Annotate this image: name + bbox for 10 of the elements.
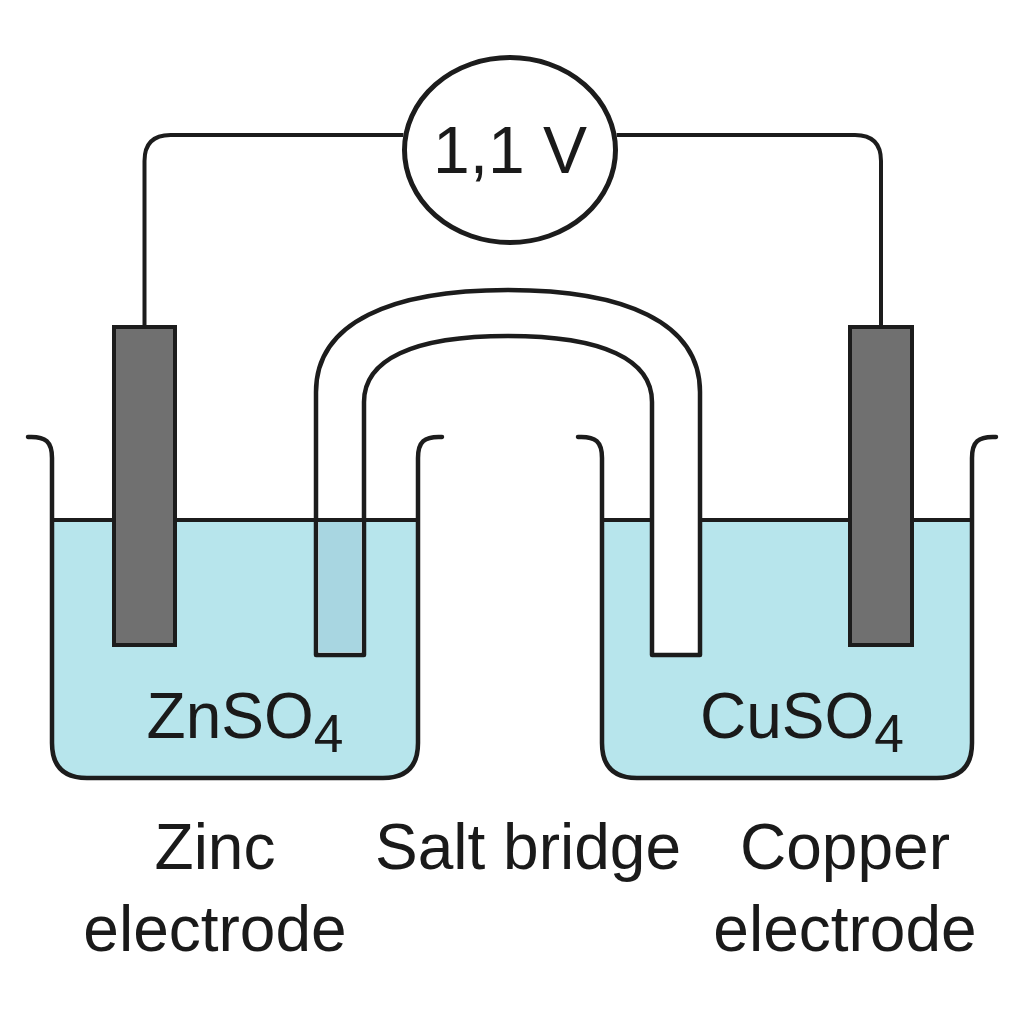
- wire: [142, 133, 404, 325]
- solution-formula: CuSO$_{4}$: [700, 683, 904, 761]
- solution-formula: ZnSO$_{4}$: [146, 683, 344, 761]
- part-label: Zinc electrode: [82, 810, 348, 967]
- electrode-bar: [112, 325, 177, 647]
- electrode-bar: [848, 325, 914, 647]
- part-label: Copper electrode: [712, 810, 978, 967]
- part-label: Salt bridge: [375, 810, 681, 885]
- voltage-reading: 1,1 V: [432, 117, 588, 183]
- wire: [616, 133, 883, 325]
